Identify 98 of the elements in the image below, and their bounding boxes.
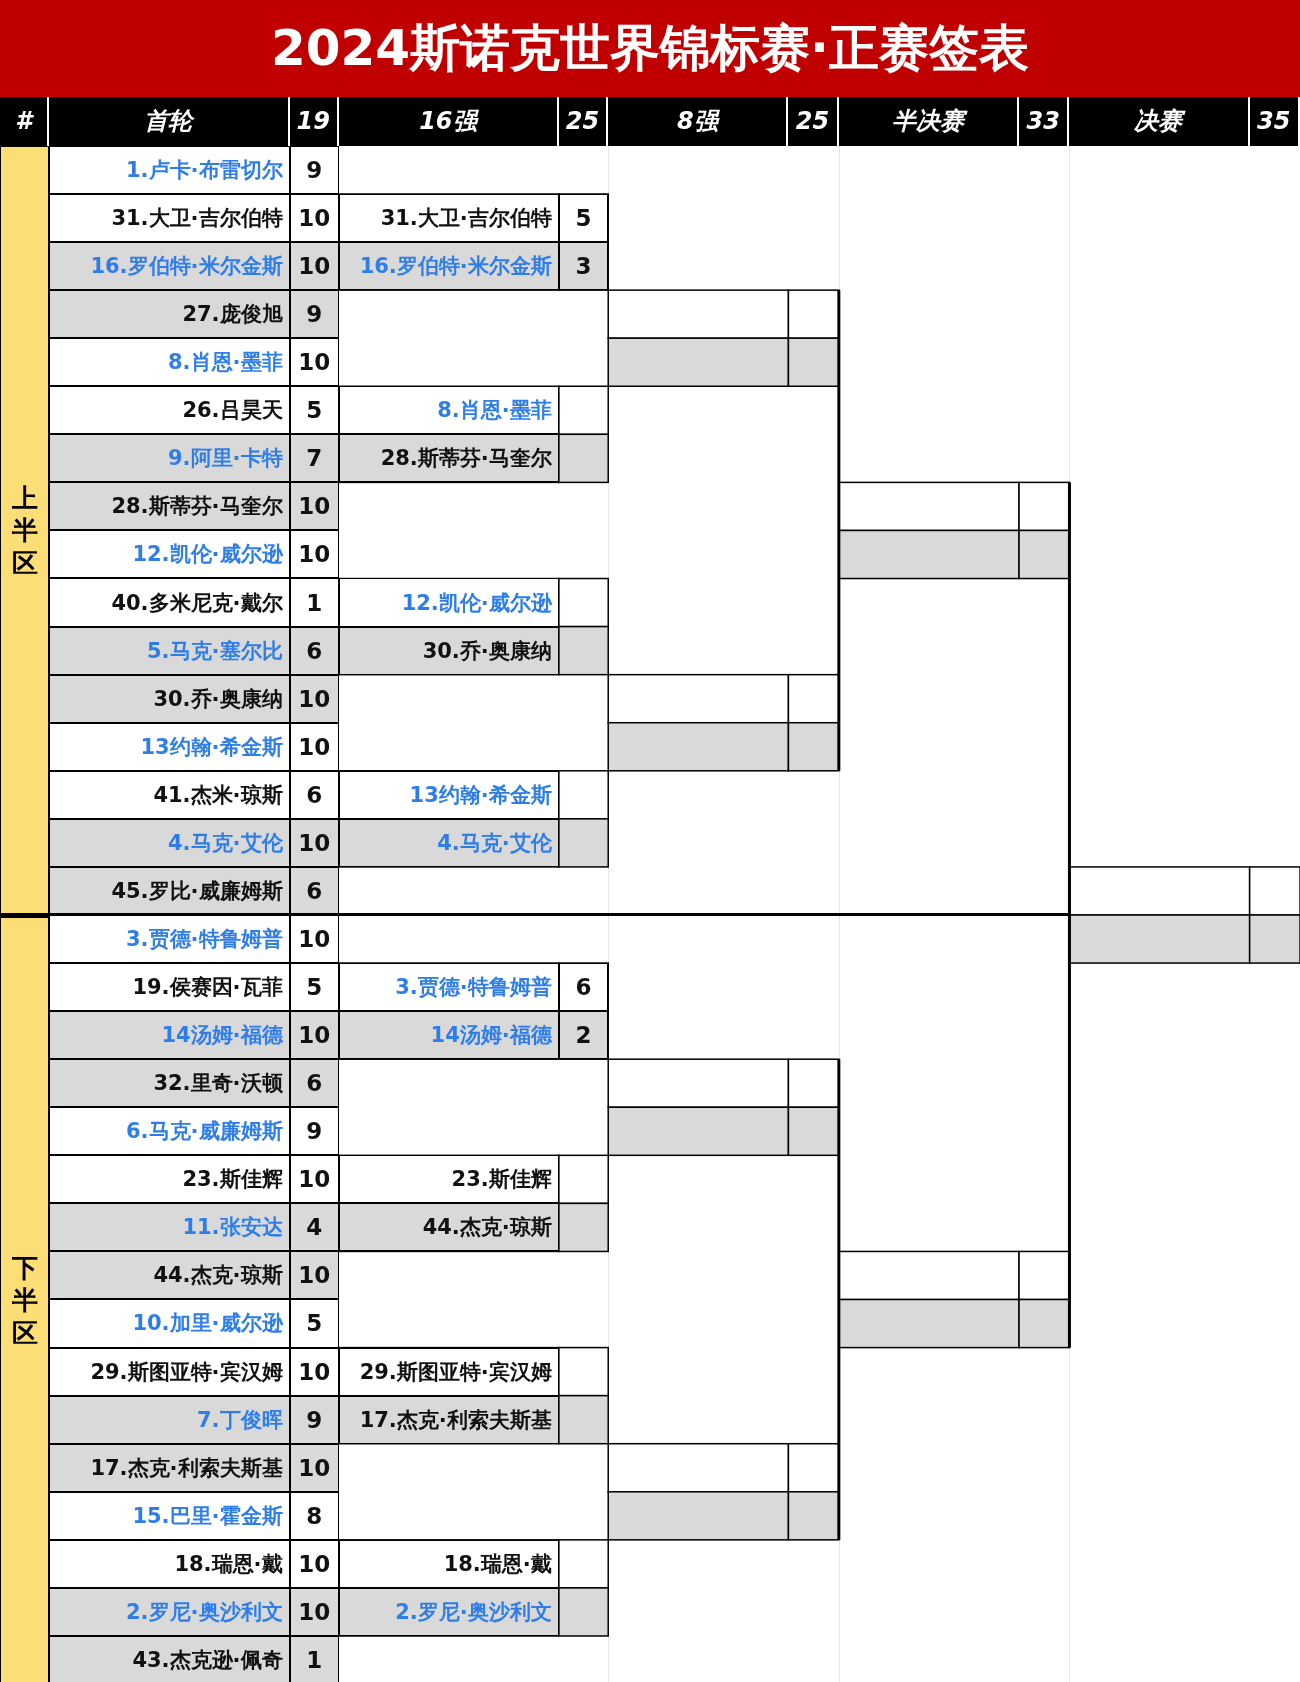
player-name-cell: 30.乔·奥康纳 xyxy=(49,674,290,723)
score-cell: 10 xyxy=(289,1011,339,1060)
column-header: 16强 xyxy=(338,96,559,146)
score-cell: 6 xyxy=(289,1059,339,1108)
column-header: 8强 xyxy=(608,96,789,146)
player-name-cell: 2.罗尼·奥沙利文 xyxy=(49,1587,290,1636)
title-banner: 2024斯诺克世界锦标赛·正赛签表 xyxy=(0,0,1300,97)
player-name-cell: 30.乔·奥康纳 xyxy=(338,626,559,675)
score-cell: 9 xyxy=(289,1107,339,1156)
score-cell: 10 xyxy=(289,1587,339,1636)
score-cell: 10 xyxy=(289,818,339,867)
score-cell: 10 xyxy=(289,1155,339,1204)
column-header: 19 xyxy=(289,96,339,146)
player-name-cell: 16.罗伯特·米尔金斯 xyxy=(338,242,559,291)
player-name-cell: 40.多米尼克·戴尔 xyxy=(49,578,290,627)
score-cell: 10 xyxy=(289,193,339,242)
score-cell: 6 xyxy=(289,866,339,915)
score-cell: 8 xyxy=(289,1491,339,1540)
score-cell: 10 xyxy=(289,338,339,387)
player-name-cell: 44.杰克·琼斯 xyxy=(49,1251,290,1300)
player-name-cell: 9.阿里·卡特 xyxy=(49,434,290,483)
player-name-cell: 12.凯伦·威尔逊 xyxy=(338,578,559,627)
player-name-cell: 19.侯赛因·瓦菲 xyxy=(49,963,290,1012)
score-cell: 9 xyxy=(289,290,339,339)
column-header: 半决赛 xyxy=(838,96,1019,146)
player-name-cell: 13约翰·希金斯 xyxy=(49,722,290,771)
score-cell: 10 xyxy=(289,1443,339,1492)
player-name-cell: 8.肖恩·墨菲 xyxy=(338,386,559,435)
player-name-cell: 26.吕昊天 xyxy=(49,386,290,435)
player-name-cell: 7.丁俊晖 xyxy=(49,1395,290,1444)
score-cell: 5 xyxy=(289,1299,339,1348)
player-name-cell: 31.大卫·吉尔伯特 xyxy=(338,193,559,242)
player-name-cell: 32.里奇·沃顿 xyxy=(49,1059,290,1108)
column-header: # xyxy=(0,96,50,146)
score-cell: 6 xyxy=(289,626,339,675)
player-name-cell: 14汤姆·福德 xyxy=(49,1011,290,1060)
column-header: 决赛 xyxy=(1069,96,1250,146)
half-label: 下半区 xyxy=(11,1251,39,1350)
score-cell: 1 xyxy=(289,578,339,627)
player-name-cell: 5.马克·塞尔比 xyxy=(49,626,290,675)
player-name-cell: 18.瑞恩·戴 xyxy=(338,1539,559,1588)
score-cell: 10 xyxy=(289,530,339,579)
score-cell: 10 xyxy=(289,1539,339,1588)
player-name-cell: 28.斯蒂芬·马奎尔 xyxy=(338,434,559,483)
player-name-cell: 31.大卫·吉尔伯特 xyxy=(49,193,290,242)
player-name-cell: 29.斯图亚特·宾汉姆 xyxy=(338,1347,559,1396)
player-name-cell: 17.杰克·利索夫斯基 xyxy=(338,1395,559,1444)
score-cell: 1 xyxy=(289,1635,339,1682)
score-cell: 6 xyxy=(558,963,609,1012)
score-cell: 10 xyxy=(289,722,339,771)
player-name-cell: 4.马克·艾伦 xyxy=(338,818,559,867)
half-label: 上半区 xyxy=(11,481,39,580)
player-name-cell: 23.斯佳辉 xyxy=(338,1155,559,1204)
column-header: 25 xyxy=(788,96,839,146)
score-cell: 10 xyxy=(289,674,339,723)
player-name-cell: 10.加里·威尔逊 xyxy=(49,1299,290,1348)
score-cell: 4 xyxy=(289,1203,339,1252)
column-header: 33 xyxy=(1018,96,1070,146)
player-name-cell: 18.瑞恩·戴 xyxy=(49,1539,290,1588)
player-name-cell: 3.贾德·特鲁姆普 xyxy=(49,914,290,963)
player-name-cell: 28.斯蒂芬·马奎尔 xyxy=(49,482,290,531)
score-cell: 10 xyxy=(289,482,339,531)
player-name-cell: 1.卢卡·布雷切尔 xyxy=(49,145,290,194)
score-cell: 5 xyxy=(289,963,339,1012)
score-cell: 6 xyxy=(289,770,339,819)
player-name-cell: 6.马克·威廉姆斯 xyxy=(49,1107,290,1156)
player-name-cell: 44.杰克·琼斯 xyxy=(338,1203,559,1252)
player-name-cell: 27.庞俊旭 xyxy=(49,290,290,339)
player-name-cell: 14汤姆·福德 xyxy=(338,1011,559,1060)
score-cell: 3 xyxy=(558,242,609,291)
player-name-cell: 17.杰克·利索夫斯基 xyxy=(49,1443,290,1492)
player-name-cell: 12.凯伦·威尔逊 xyxy=(49,530,290,579)
player-name-cell: 16.罗伯特·米尔金斯 xyxy=(49,242,290,291)
player-name-cell: 2.罗尼·奥沙利文 xyxy=(338,1587,559,1636)
player-name-cell: 23.斯佳辉 xyxy=(49,1155,290,1204)
player-name-cell: 13约翰·希金斯 xyxy=(338,770,559,819)
score-cell: 10 xyxy=(289,1347,339,1396)
player-name-cell: 29.斯图亚特·宾汉姆 xyxy=(49,1347,290,1396)
score-cell: 9 xyxy=(289,1395,339,1444)
score-cell: 7 xyxy=(289,434,339,483)
score-cell: 5 xyxy=(289,386,339,435)
player-name-cell: 11.张安达 xyxy=(49,1203,290,1252)
player-name-cell: 4.马克·艾伦 xyxy=(49,818,290,867)
player-name-cell: 15.巴里·霍金斯 xyxy=(49,1491,290,1540)
column-header: 35 xyxy=(1249,96,1300,146)
score-cell: 10 xyxy=(289,242,339,291)
player-name-cell: 43.杰克逊·佩奇 xyxy=(49,1635,290,1682)
score-cell: 2 xyxy=(558,1011,609,1060)
score-cell: 10 xyxy=(289,1251,339,1300)
player-name-cell: 8.肖恩·墨菲 xyxy=(49,338,290,387)
score-cell: 5 xyxy=(558,193,609,242)
player-name-cell: 45.罗比·威廉姆斯 xyxy=(49,866,290,915)
column-header: 25 xyxy=(558,96,609,146)
player-name-cell: 3.贾德·特鲁姆普 xyxy=(338,963,559,1012)
player-name-cell: 41.杰米·琼斯 xyxy=(49,770,290,819)
column-header: 首轮 xyxy=(49,96,290,146)
score-cell: 10 xyxy=(289,914,339,963)
score-cell: 9 xyxy=(289,145,339,194)
